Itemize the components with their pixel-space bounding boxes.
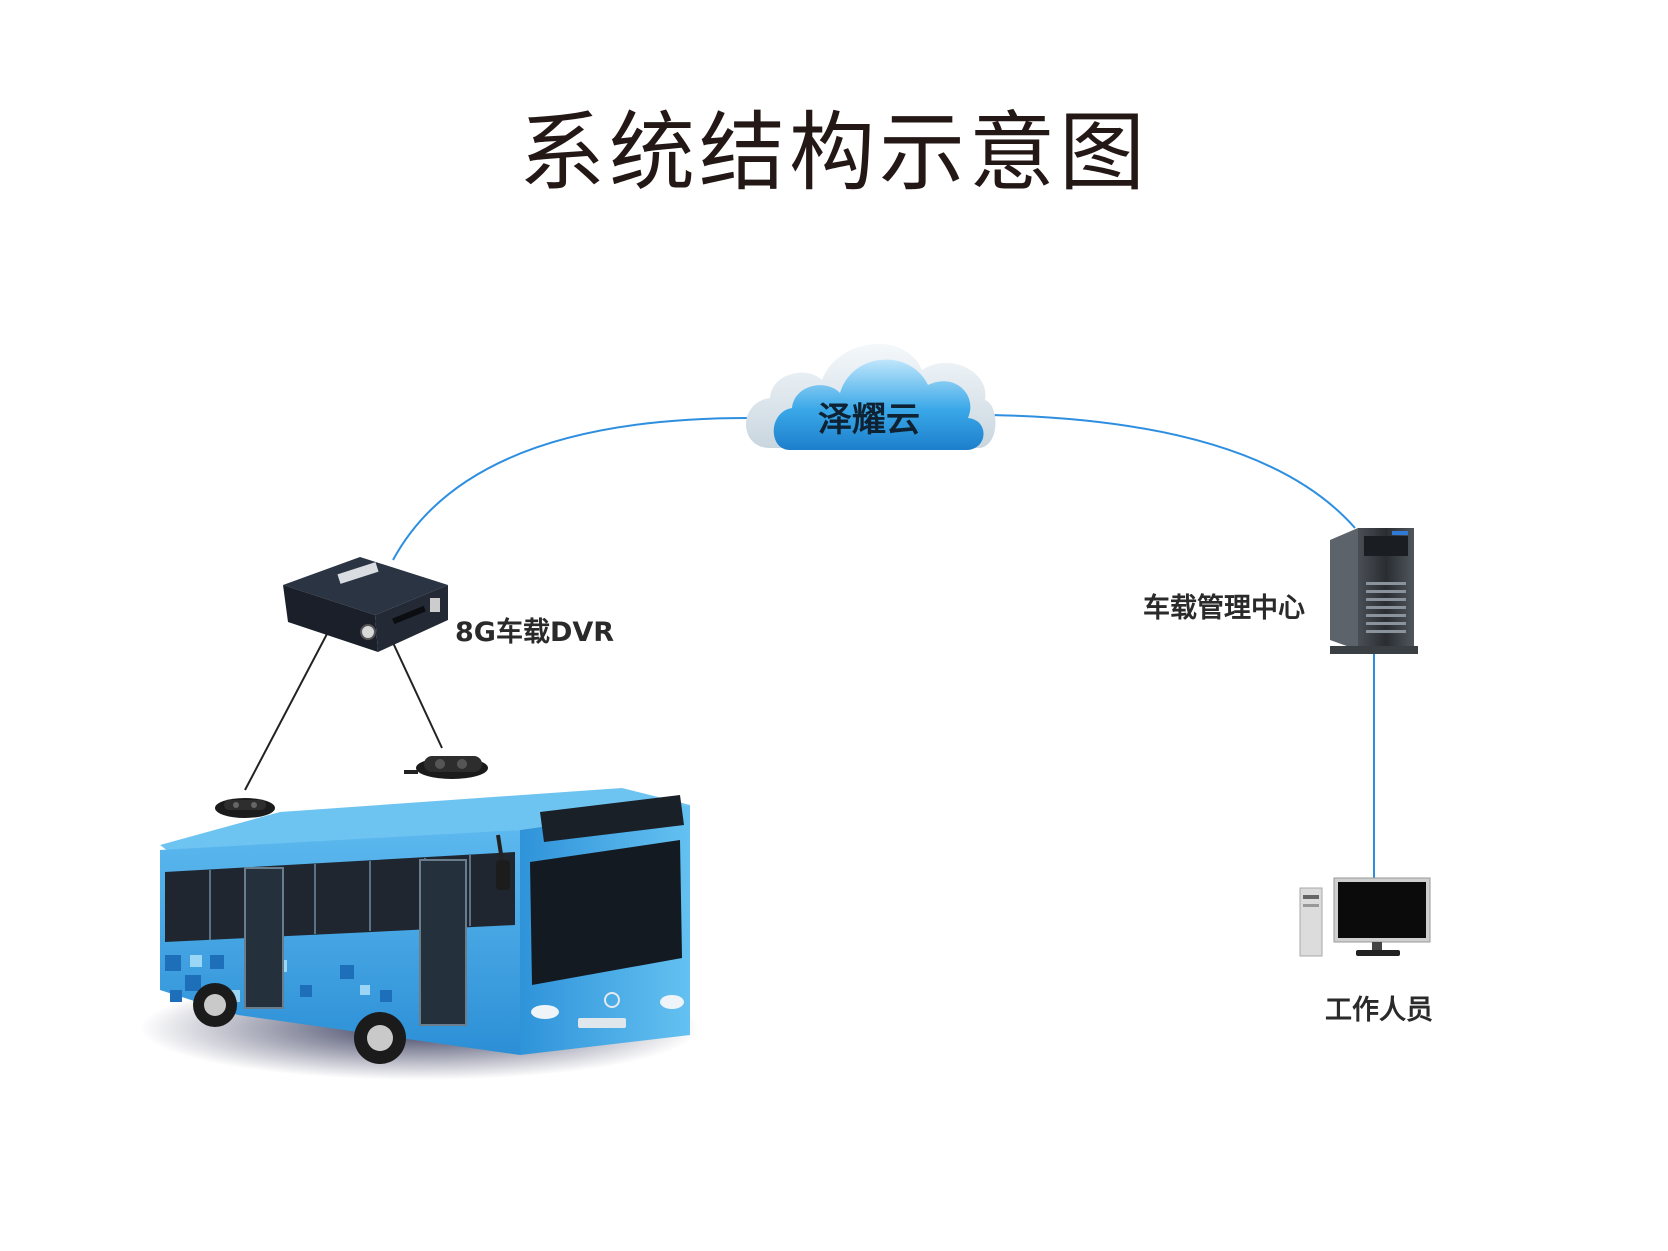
dvr-label: 8G车载DVR [455, 617, 615, 648]
cloud-icon [746, 343, 996, 450]
server-icon [1330, 528, 1418, 654]
cable-dvr-camera-left [244, 631, 329, 791]
link-cloud-to-server [989, 414, 1356, 529]
dvr-device-icon [283, 557, 448, 652]
cable-dvr-camera-right [387, 631, 443, 749]
workstation-label: 工作人员 [1325, 995, 1433, 1026]
cloud-label: 泽耀云 [818, 400, 920, 440]
workstation-icon [1299, 877, 1431, 957]
server-label: 车载管理中心 [1143, 593, 1305, 624]
camera-left-icon [215, 798, 275, 818]
bus-icon [140, 788, 700, 1080]
diagram-title: 系统结构示意图 [519, 103, 1149, 203]
link-dvr-to-cloud [392, 417, 749, 561]
camera-right-icon [404, 756, 488, 779]
